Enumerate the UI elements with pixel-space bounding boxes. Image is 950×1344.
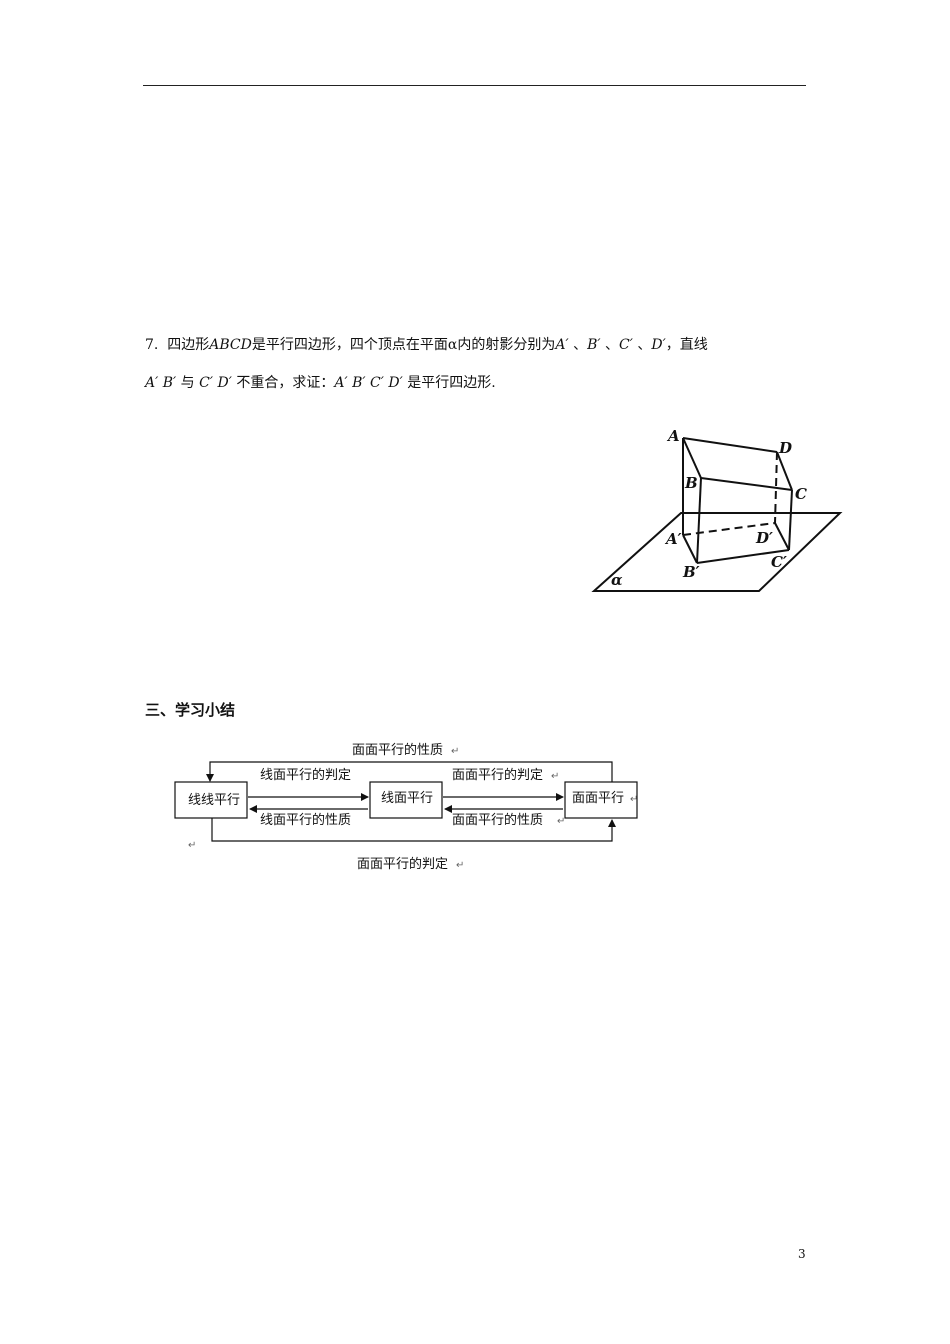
- problem-line2-segment: A′: [145, 375, 159, 391]
- label-D: D: [778, 439, 792, 457]
- problem-7-line-1: 7. 四边形ABCD是平行四边形，四个顶点在平面α内的射影分别为A′ 、B′ 、…: [145, 335, 708, 355]
- plane-plane-judge-label: 面面平行的判定: [452, 767, 543, 783]
- problem-text-line-2: A′ B′ 与 C′ D′ 不重合，求证：A′ B′ C′ D′ 是平行四边形.: [145, 375, 496, 391]
- return-mark: ↵: [557, 816, 565, 827]
- box-mid-label: 线面平行: [381, 791, 433, 806]
- header-rule: [143, 85, 806, 86]
- edge-DD1-hidden: [774, 451, 778, 524]
- edge-A1B1: [682, 534, 698, 564]
- problem-line1-segment: ABCD: [209, 337, 252, 353]
- box-line-line-parallel: [174, 781, 248, 819]
- plane-alpha: [591, 512, 843, 592]
- problem-line1-segment: B′: [587, 337, 601, 353]
- problem-text-line-1: 四边形ABCD是平行四边形，四个顶点在平面α内的射影分别为A′ 、B′ 、C′ …: [167, 337, 708, 353]
- edge-B1C1: [696, 549, 790, 564]
- label-B-prime: B′: [682, 563, 700, 581]
- problem-line2-segment: D′: [217, 375, 232, 391]
- plane-plane-property-label: 面面平行的性质: [452, 812, 543, 828]
- problem-line1-segment: 四边形: [167, 337, 210, 353]
- problem-line1-segment: 是平行四边形，四个顶点在平面: [251, 337, 448, 353]
- arrow-bottom-loop: [211, 818, 616, 842]
- label-alpha: α: [611, 571, 623, 589]
- edge-A1D1-hidden: [682, 522, 776, 536]
- edge-AD: [682, 437, 778, 453]
- box-left-label: 线线平行: [188, 793, 240, 808]
- edge-BC: [700, 477, 793, 491]
- problem-line2-segment: D′: [388, 375, 403, 391]
- problem-line2-segment: 与: [176, 375, 200, 391]
- box-plane-plane-parallel: [564, 781, 638, 819]
- problem-line2-segment: A′: [334, 375, 348, 391]
- bottom-loop-label: 面面平行的判定: [357, 856, 448, 872]
- problem-line2-segment: C′: [370, 375, 384, 391]
- edge-CC1: [788, 489, 793, 551]
- box-right-label: 面面平行: [572, 791, 624, 806]
- problem-line1-segment: A′: [555, 337, 569, 353]
- label-A: A: [666, 427, 680, 445]
- edge-DC: [776, 451, 793, 491]
- problem-line1-segment: 内的射影分别为: [457, 337, 556, 353]
- problem-7-line-2: A′ B′ 与 C′ D′ 不重合，求证：A′ B′ C′ D′ 是平行四边形.: [145, 373, 496, 393]
- line-plane-judge-label: 线面平行的判定: [260, 767, 351, 783]
- box-line-plane-parallel: [369, 781, 443, 819]
- problem-line1-segment: 、: [600, 337, 620, 353]
- return-mark: ↵: [456, 860, 464, 871]
- return-mark: ↵: [630, 794, 638, 805]
- problem-line1-segment: 、: [632, 337, 652, 353]
- edge-D1C1: [774, 522, 790, 551]
- problem-line1-segment: α: [447, 337, 458, 353]
- top-loop-label: 面面平行的性质: [352, 742, 443, 758]
- problem-line2-segment: C′: [199, 375, 214, 391]
- return-mark: ↵: [188, 840, 196, 851]
- problem-line2-segment: B′: [352, 375, 366, 391]
- return-mark: ↵: [451, 746, 459, 757]
- edge-AB: [682, 437, 702, 479]
- problem-line2-segment: 是平行四边形.: [402, 375, 496, 391]
- arrow-top-loop: [206, 761, 613, 782]
- problem-line2-segment: 不重合，求证：: [231, 375, 335, 391]
- problem-line1-segment: ，直线: [665, 337, 708, 353]
- problem-line1-segment: C′: [619, 337, 633, 353]
- problem-line1-segment: D′: [651, 337, 666, 353]
- page-number: 3: [798, 1247, 806, 1261]
- label-D-prime: D′: [755, 529, 773, 547]
- return-mark: ↵: [551, 771, 559, 782]
- label-C: C: [795, 485, 807, 503]
- edge-BB1: [696, 477, 702, 564]
- line-plane-property-label: 线面平行的性质: [260, 812, 351, 828]
- label-B: B: [684, 474, 698, 492]
- label-C-prime: C′: [771, 553, 787, 571]
- problem-line2-segment: B′: [162, 375, 177, 391]
- label-A-prime: A′: [664, 530, 682, 548]
- problem-line1-segment: 、: [568, 337, 588, 353]
- problem-number: 7.: [145, 337, 159, 353]
- section-title: 三、学习小结: [145, 701, 236, 719]
